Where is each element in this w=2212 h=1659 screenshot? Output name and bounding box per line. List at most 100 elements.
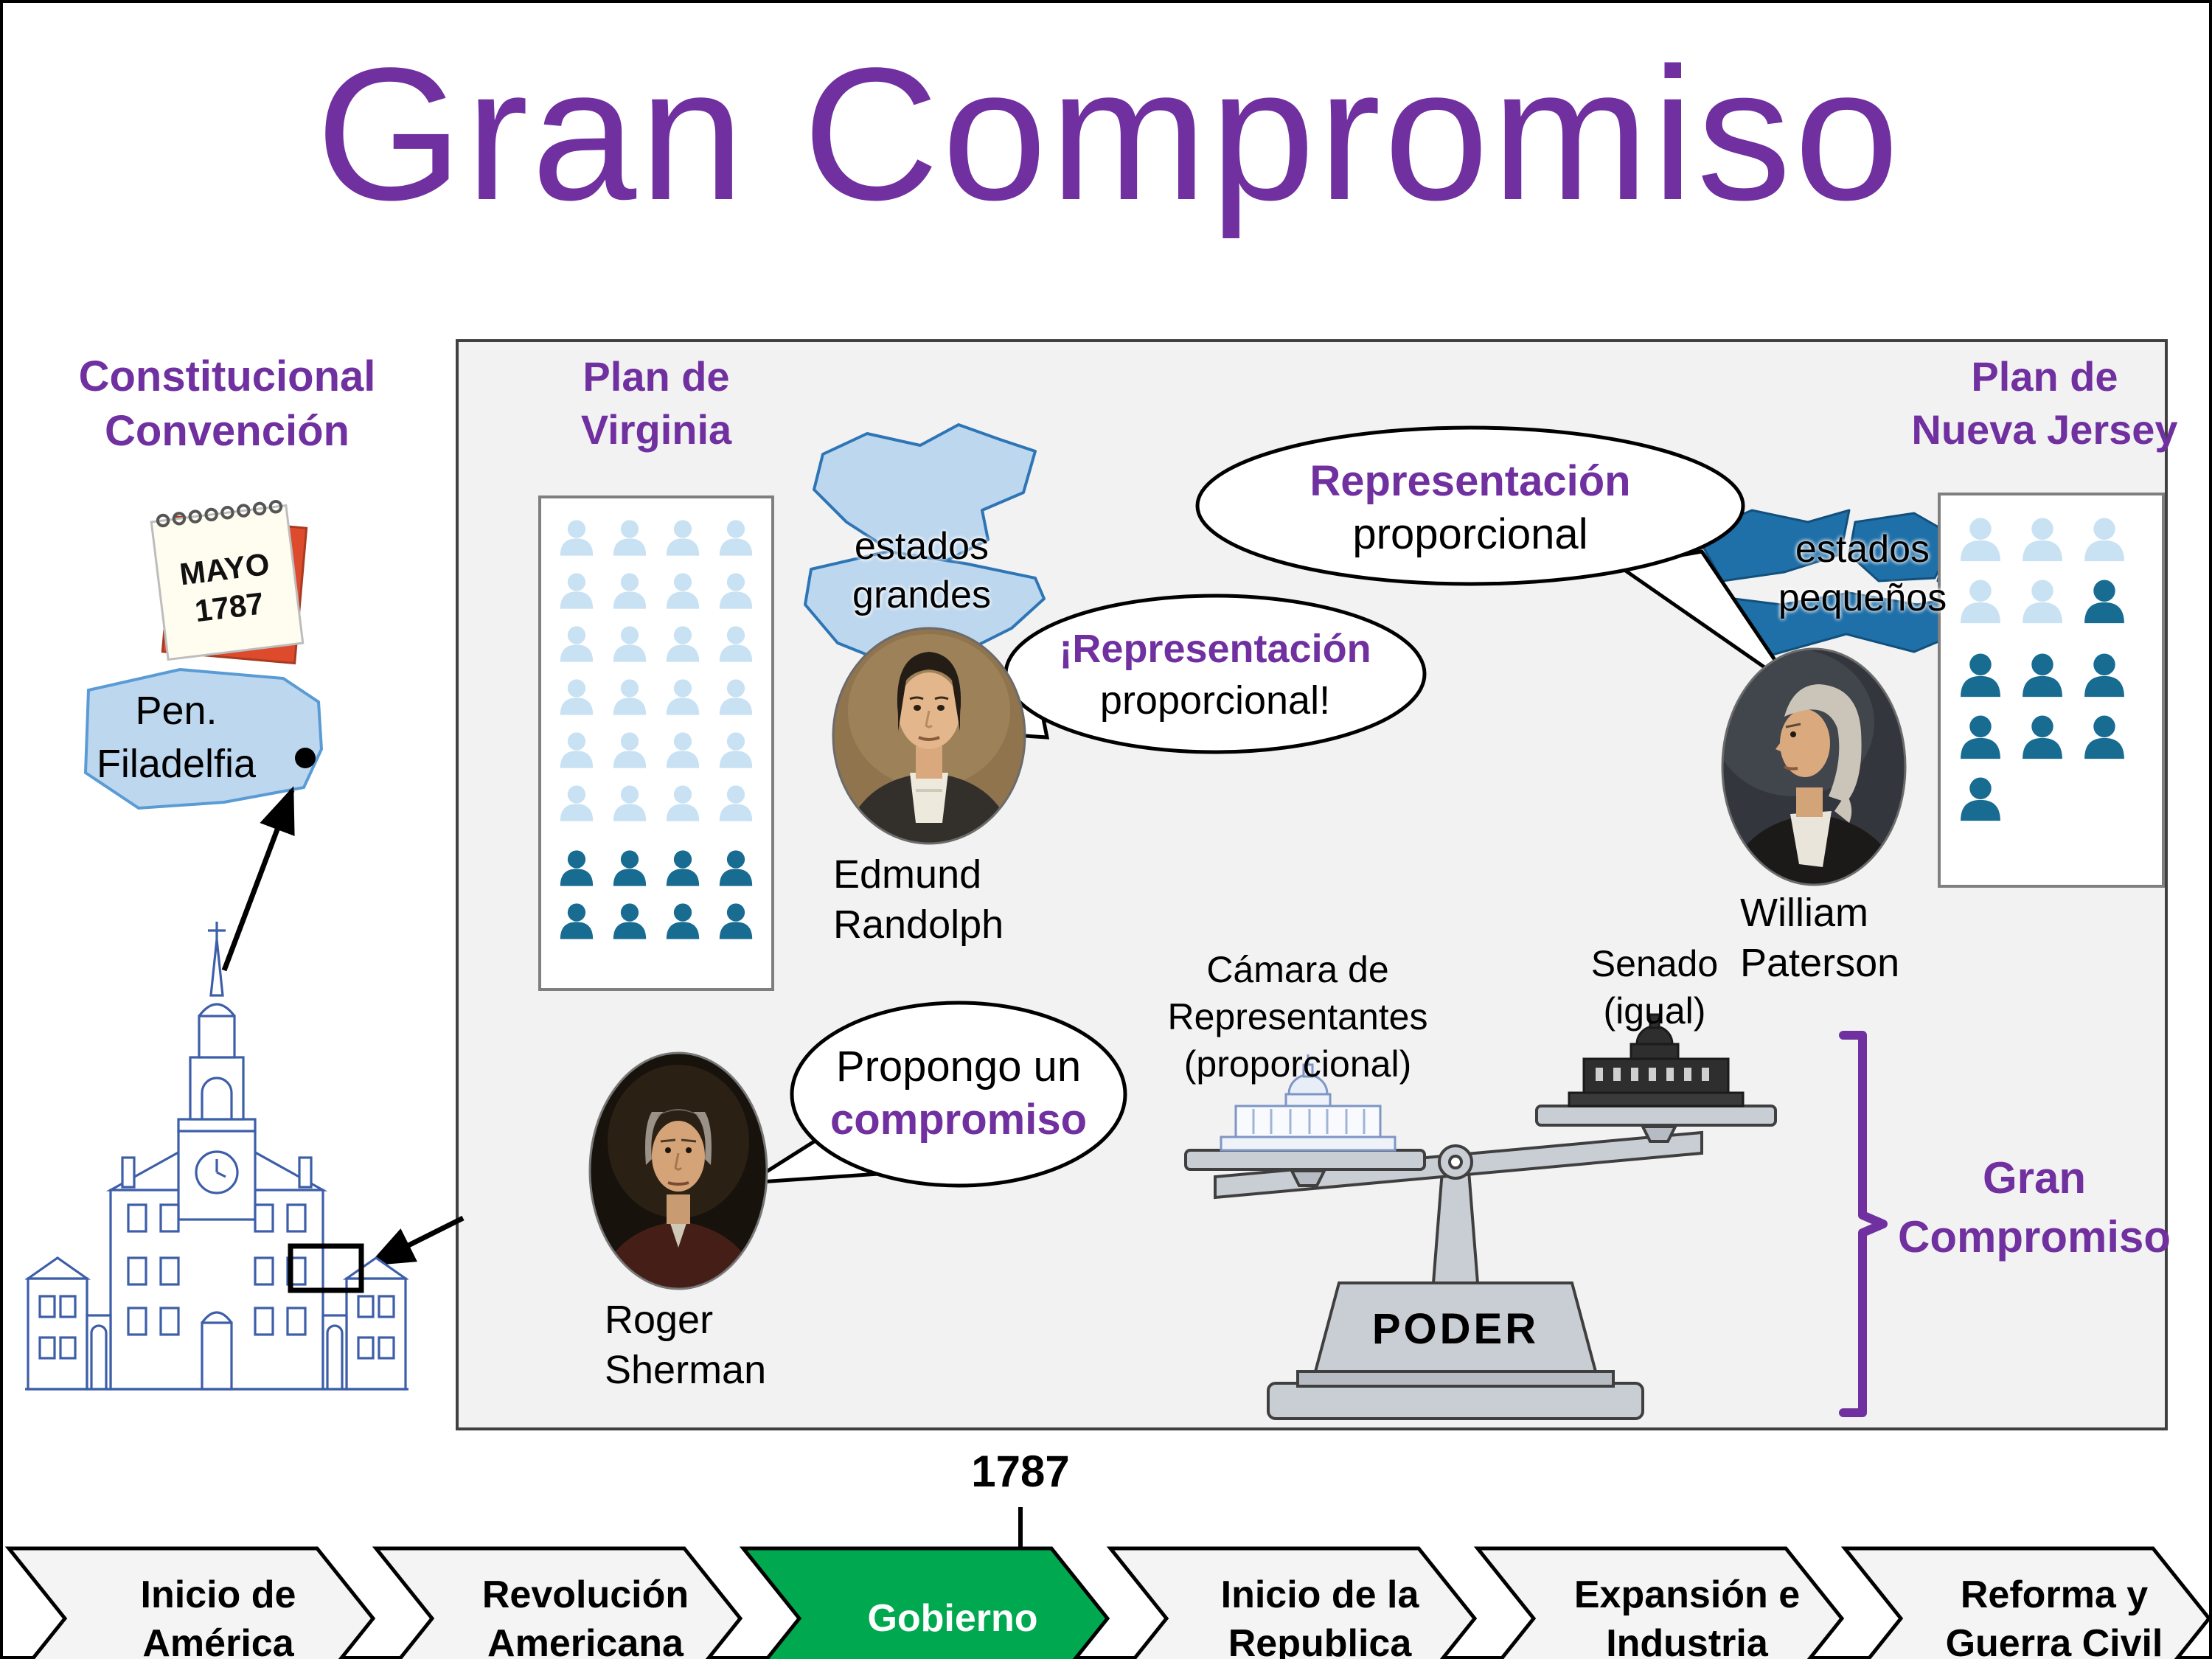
- person-icon: [560, 679, 594, 715]
- timeline-item-inicio-america: Inicio de América: [71, 1548, 366, 1659]
- randolph-portrait: [832, 627, 1026, 845]
- new-jersey-population-grid: [1938, 493, 2165, 888]
- timeline-item-revolucion: Revolución Americana: [438, 1548, 733, 1659]
- person-icon: [666, 679, 700, 715]
- power-label: PODER: [1371, 1307, 1540, 1354]
- person-icon: [1961, 777, 2000, 821]
- timeline-item-line1: Expansión e: [1573, 1571, 1801, 1615]
- new-jersey-plan-heading-line1: Plan de: [1971, 354, 2118, 400]
- timeline-item-expansion: Expansión e Industria: [1540, 1548, 1834, 1659]
- randolph-name: Edmund Randolph: [833, 849, 1084, 950]
- new-jersey-plan-heading: Plan de Nueva Jersey: [1908, 351, 2181, 457]
- person-icon: [560, 573, 594, 609]
- senate-plate-label: Senado (igual): [1537, 941, 1773, 1035]
- compromise-result-line2: Compromiso: [1898, 1214, 2171, 1262]
- calendar-date: MAYO 1787: [156, 543, 297, 636]
- person-icon: [666, 903, 700, 939]
- timeline-item-line1: Gobierno: [867, 1596, 1038, 1640]
- person-icon: [560, 785, 594, 821]
- randolph-bubble-accent: ¡Representación: [1059, 627, 1371, 671]
- person-icon: [613, 573, 647, 609]
- person-icon: [666, 850, 700, 886]
- timeline-item-gobierno: Gobierno: [805, 1548, 1100, 1659]
- paterson-portrait: [1721, 647, 1907, 886]
- randolph-name-line2: Randolph: [833, 902, 1004, 947]
- convention-heading-line2: Convención: [105, 408, 349, 456]
- house-plate-line3: (proporcional): [1183, 1044, 1412, 1085]
- page-title: Gran Compromiso: [316, 29, 1902, 240]
- person-icon: [2084, 653, 2124, 698]
- person-icon: [560, 850, 594, 886]
- small-states-line2: pequeños: [1778, 575, 1947, 619]
- location-line2: Filadelfia: [96, 742, 257, 786]
- person-icon: [613, 679, 647, 715]
- virginia-plan-heading: Plan de Virginia: [538, 351, 774, 457]
- compromise-result-label: Gran Compromiso: [1898, 1150, 2171, 1268]
- senate-plate-line2: (igual): [1603, 991, 1706, 1032]
- person-icon: [666, 573, 700, 609]
- timeline-item-line2: Guerra Civil: [1945, 1620, 2163, 1659]
- person-icon: [613, 850, 647, 886]
- sherman-bubble-plain: Propongo un: [835, 1044, 1082, 1091]
- senate-plate-line1: Senado: [1590, 944, 1719, 985]
- paterson-name-line1: William: [1740, 891, 1868, 935]
- timeline-year-marker: 1787: [971, 1448, 1070, 1497]
- person-icon: [613, 903, 647, 939]
- person-icon: [2023, 653, 2062, 698]
- small-states-line1: estados: [1795, 526, 1930, 571]
- person-icon: [560, 732, 594, 768]
- person-icon: [2084, 715, 2124, 759]
- sherman-portrait: [588, 1051, 768, 1290]
- paterson-name-line2: Paterson: [1740, 941, 1900, 985]
- sherman-bubble-text: Propongo un compromiso: [792, 1041, 1125, 1147]
- timeline-item-line1: Revolución: [481, 1571, 689, 1615]
- randolph-bubble-text: ¡Representación proporcional!: [1023, 624, 1407, 727]
- big-states-line1: estados: [854, 524, 990, 568]
- virginia-plan-heading-line2: Virginia: [580, 407, 732, 453]
- person-icon: [719, 785, 753, 821]
- person-icon: [719, 679, 753, 715]
- randolph-name-line1: Edmund: [833, 852, 982, 897]
- timeline-item-line1: Reforma y: [1960, 1571, 2149, 1615]
- compromise-result-line1: Gran: [1982, 1155, 2087, 1203]
- location-line1: Pen.: [135, 689, 218, 733]
- hall-highlight-rectangle: [288, 1243, 364, 1293]
- person-icon: [719, 732, 753, 768]
- person-icon: [666, 520, 700, 556]
- timeline-item-line2: Republica: [1228, 1620, 1412, 1659]
- house-plate-line2: Representantes: [1167, 997, 1428, 1038]
- person-icon: [666, 626, 700, 662]
- person-icon: [560, 903, 594, 939]
- virginia-plan-heading-line1: Plan de: [582, 354, 730, 400]
- big-states-label: estados grandes: [811, 522, 1032, 619]
- philadelphia-dot: [295, 748, 316, 768]
- person-icon: [2023, 715, 2062, 759]
- person-icon: [719, 850, 753, 886]
- big-states-line2: grandes: [852, 572, 991, 616]
- person-icon: [666, 732, 700, 768]
- center-bubble-accent: Representación: [1310, 459, 1631, 506]
- person-icon: [719, 573, 753, 609]
- person-icon: [2023, 580, 2062, 624]
- virginia-population-grid: [538, 495, 774, 991]
- timeline-item-line1: Inicio de: [140, 1571, 296, 1615]
- timeline-item-republica: Inicio de la Republica: [1172, 1548, 1467, 1659]
- small-states-label: estados pequeños: [1752, 525, 1973, 622]
- person-icon: [1961, 653, 2000, 698]
- sherman-bubble-accent: compromiso: [830, 1097, 1088, 1144]
- convention-heading: Constitucional Convención: [29, 351, 425, 460]
- timeline-item-line2: Americana: [487, 1620, 684, 1659]
- timeline-item-line2: América: [142, 1620, 294, 1659]
- person-icon: [666, 785, 700, 821]
- convention-heading-line1: Constitucional: [78, 354, 376, 401]
- house-plate-line1: Cámara de: [1206, 950, 1389, 991]
- person-icon: [613, 626, 647, 662]
- center-bubble-text: Representación proporcional: [1205, 456, 1736, 562]
- calendar-spiral-icon: [156, 499, 283, 528]
- person-icon: [613, 732, 647, 768]
- person-icon: [613, 520, 647, 556]
- person-icon: [1961, 715, 2000, 759]
- independence-hall-icon: [25, 922, 408, 1391]
